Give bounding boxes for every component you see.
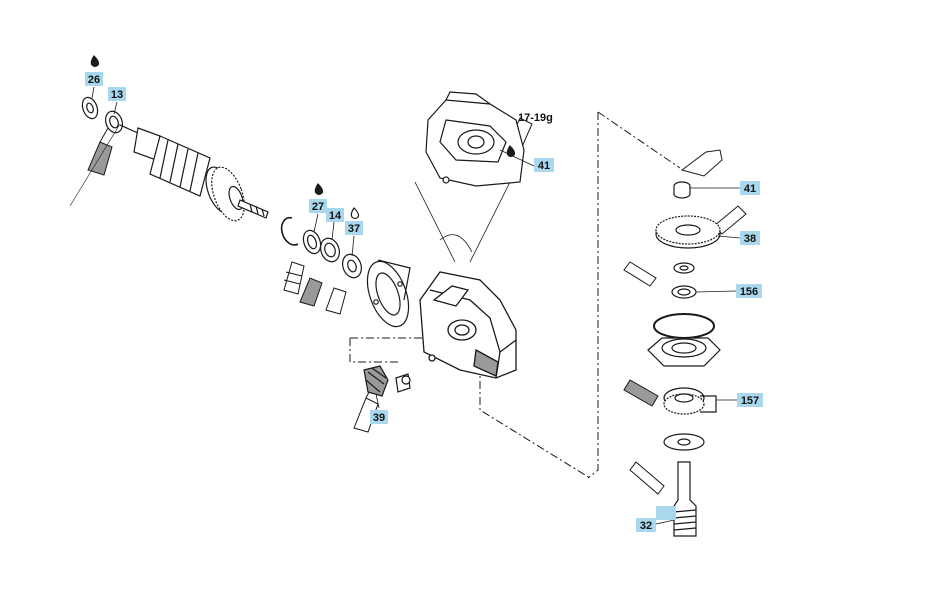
grease-brush-icon: [87, 117, 747, 495]
gear-housing-part: [419, 271, 517, 379]
svg-text:157: 157: [741, 395, 759, 407]
callout-14: 14: [326, 208, 344, 222]
svg-text:41: 41: [538, 160, 550, 172]
svg-text:13: 13: [111, 89, 123, 101]
pinion-gear-part: [363, 365, 411, 397]
svg-text:32: 32: [640, 520, 652, 532]
torque-label: 17-19g: [518, 112, 553, 124]
detail-view-lines: [414, 177, 513, 263]
callout-156: 156: [736, 284, 762, 298]
svg-text:14: 14: [329, 210, 342, 222]
callout-41-nut: 41: [740, 181, 760, 195]
callout-26: 26: [85, 72, 103, 86]
svg-text:26: 26: [88, 74, 100, 86]
assembly-guide-lines: [349, 111, 681, 479]
svg-text:39: 39: [373, 412, 385, 424]
svg-text:38: 38: [744, 233, 756, 245]
grease-drop-icon: [90, 55, 516, 220]
callout-41-housing: 41: [534, 158, 554, 172]
callout-13: 13: [108, 87, 126, 101]
leader-lines: [91, 86, 741, 525]
bearing-group: [280, 216, 411, 328]
armature-part: [69, 96, 269, 222]
callout-27: 27: [309, 199, 327, 213]
callout-157: 157: [737, 393, 763, 407]
spindle-stack: [647, 181, 721, 537]
callout-38: 38: [740, 231, 760, 245]
svg-text:156: 156: [740, 286, 758, 298]
svg-text:41: 41: [744, 183, 756, 195]
callout-32: 32: [636, 506, 676, 532]
callout-39: 39: [370, 410, 388, 424]
svg-text:37: 37: [348, 223, 360, 235]
callout-37: 37: [345, 221, 363, 235]
svg-text:27: 27: [312, 201, 324, 213]
svg-text:17-19g: 17-19g: [518, 112, 553, 124]
housing-detail-view: [425, 91, 525, 187]
